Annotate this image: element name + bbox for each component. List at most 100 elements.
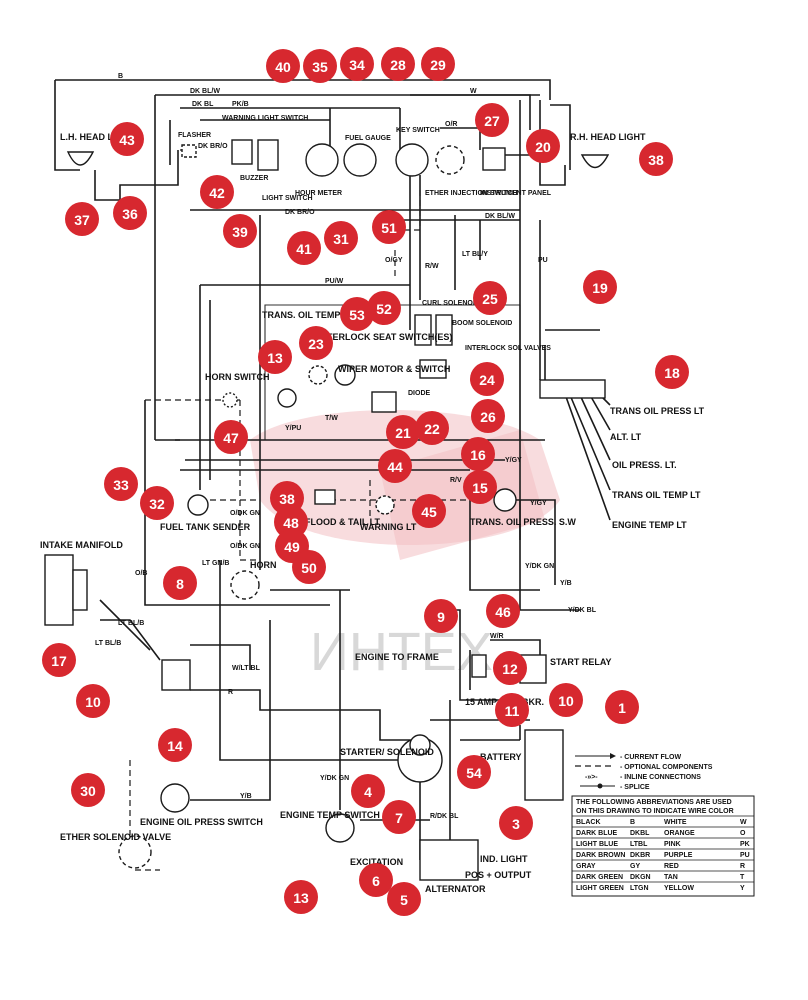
svg-text:12: 12 (502, 661, 518, 677)
label-warning-lt: WARNING LT (360, 522, 417, 532)
interlock-seat-switch-symbol (308, 365, 328, 385)
diode-block-symbol (371, 391, 397, 413)
svg-text:41: 41 (296, 241, 312, 257)
callout-27: 27 (475, 103, 509, 137)
intake-heater-symbol (72, 569, 88, 611)
label-alt-lt: ALT. LT (610, 432, 642, 442)
callout-39: 39 (223, 214, 257, 248)
label-flasher: FLASHER (178, 132, 211, 139)
callout-42: 42 (200, 175, 234, 209)
instrument-panel-symbol (482, 147, 506, 171)
label-start-relay: START RELAY (550, 657, 612, 667)
flood-tail-lt-symbol (314, 489, 336, 505)
label-ind-light: IND. LIGHT (480, 854, 528, 864)
abbreviation-table: THE FOLLOWING ABBREVIATIONS ARE USED ON … (571, 795, 755, 897)
abbr-cell: YELLOW (664, 885, 694, 892)
wire-label-o-dk-gn-2: O/DK GN (230, 543, 260, 550)
interlock-sol-valves-symbol (419, 359, 447, 379)
wire-label-dk-br-o: DK BR/O (198, 143, 228, 150)
label-horn-switch: HORN SWITCH (205, 372, 270, 382)
callout-52: 52 (367, 291, 401, 325)
svg-text:27: 27 (484, 113, 500, 129)
svg-text:4: 4 (364, 784, 372, 800)
label-hour-meter: HOUR METER (295, 190, 342, 197)
callout-20: 20 (526, 129, 560, 163)
svg-text:25: 25 (482, 291, 498, 307)
callout-43: 43 (110, 122, 144, 156)
legend: - CURRENT FLOW - OPTIONAL COMPONENTS -»>… (571, 753, 755, 897)
callout-10: 10 (549, 683, 583, 717)
svg-text:10: 10 (558, 693, 574, 709)
svg-text:40: 40 (275, 59, 291, 75)
svg-text:9: 9 (437, 609, 445, 625)
wire-label-b: B (118, 73, 123, 80)
svg-text:23: 23 (308, 336, 324, 352)
wire-label-t-w: T/W (325, 415, 338, 422)
callout-7: 7 (382, 800, 416, 834)
wire-label-y-dk-gn: Y/DK GN (525, 563, 554, 570)
abbr-cell: R (740, 863, 745, 870)
svg-text:33: 33 (113, 477, 129, 493)
legend-inline-symbol: -»>- (585, 774, 598, 781)
callout-24: 24 (470, 362, 504, 396)
callout-11: 11 (495, 693, 529, 727)
callout-13: 13 (284, 880, 318, 914)
light-switch-symbol (257, 139, 279, 171)
callout-26: 26 (471, 399, 505, 433)
svg-text:10: 10 (85, 694, 101, 710)
abbr-cell: LTGN (630, 885, 649, 892)
label-curl-solenoid: CURL SOLENOID (422, 300, 480, 307)
warning-light-switch-symbol (231, 139, 253, 165)
callout-1: 1 (605, 690, 639, 724)
svg-text:45: 45 (421, 504, 437, 520)
trans-oil-press-sw-symbol (493, 488, 517, 512)
wire-label-w-r: W/R (490, 633, 504, 640)
label-engine-oil-press-switch: ENGINE OIL PRESS SWITCH (140, 817, 263, 827)
abbr-cell: LIGHT BLUE (576, 841, 618, 848)
svg-text:47: 47 (223, 430, 239, 446)
svg-text:17: 17 (51, 653, 67, 669)
abbr-cell: DARK BLUE (576, 830, 618, 837)
wire-label-y-pu: Y/PU (285, 425, 301, 432)
warning-lt-symbol (375, 495, 395, 515)
svg-text:44: 44 (387, 459, 403, 475)
abbr-cell: TAN (664, 874, 678, 881)
label-instrument-panel: INSTRUMENT PANEL (480, 190, 552, 197)
svg-text:52: 52 (376, 301, 392, 317)
svg-text:11: 11 (505, 703, 520, 719)
wiper-motor-symbol (334, 364, 356, 386)
legend-splice: - SPLICE (620, 784, 650, 791)
wire-label-lt-bl-b-2: LT BL/B (95, 640, 121, 647)
callout-37: 37 (65, 202, 99, 236)
abbr-cell: PK (740, 841, 750, 848)
callout-16: 16 (461, 437, 495, 471)
callout-38: 38 (639, 142, 673, 176)
callout-48: 48 (274, 505, 308, 539)
svg-text:6: 6 (372, 873, 380, 889)
wire-label-lt-bl-y: LT BL/Y (462, 251, 488, 258)
label-diode: DIODE (408, 390, 431, 397)
svg-text:50: 50 (301, 560, 317, 576)
ckt-bkr-symbol (471, 654, 487, 678)
svg-text:28: 28 (390, 57, 406, 73)
starter-solenoid-symbol (409, 734, 431, 756)
wire-label-w-lt-bl: W/LT BL (232, 665, 261, 672)
abbr-cell: DARK GREEN (576, 874, 623, 881)
svg-text:38: 38 (279, 491, 295, 507)
trans-oil-temp-switch-symbol (277, 388, 297, 408)
label-trans-oil-temp-switch: TRANS. OIL TEMP SWITCH (262, 310, 378, 320)
callout-33: 33 (104, 467, 138, 501)
label-engine-temp-lt: ENGINE TEMP LT (612, 520, 687, 530)
callout-12: 12 (493, 651, 527, 685)
callout-46: 46 (486, 594, 520, 628)
abbr-title: THE FOLLOWING ABBREVIATIONS ARE USED ON … (576, 799, 734, 815)
callout-28: 28 (381, 47, 415, 81)
abbr-cell: BLACK (576, 819, 601, 826)
callout-14: 14 (158, 728, 192, 762)
wire-color-labels: B DK BL/W DK BL PK/B W O/R DK BR/O DK BR… (95, 73, 597, 820)
svg-text:34: 34 (349, 57, 365, 73)
svg-text:31: 31 (333, 231, 349, 247)
svg-text:13: 13 (293, 890, 309, 906)
